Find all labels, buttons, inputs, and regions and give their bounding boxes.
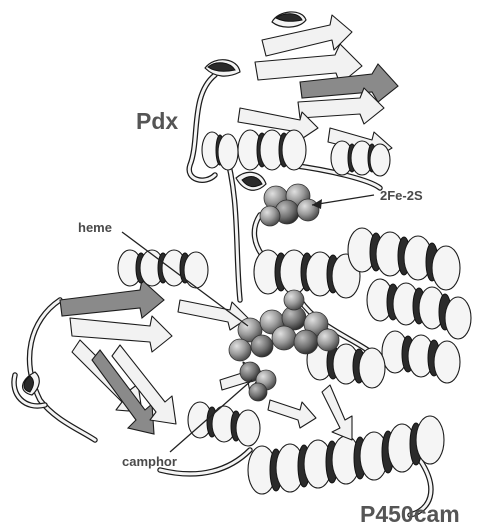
p450-helix-center	[254, 250, 360, 298]
p450-helix-right-middle	[367, 279, 471, 339]
pdx-helix	[238, 130, 306, 170]
p450-helix-lower	[188, 402, 260, 446]
camphor-label: camphor	[122, 454, 177, 469]
heme-label: heme	[78, 220, 112, 235]
pdx-helix-right	[331, 141, 390, 176]
iron-sulfur-cluster	[260, 184, 319, 226]
p450-helix-core	[307, 340, 385, 388]
pdx-helix-left	[202, 132, 238, 170]
pdx-label: Pdx	[136, 108, 178, 134]
p450-domain	[14, 228, 471, 515]
p450cam-label: P450cam	[360, 501, 460, 527]
p450-helix-left	[118, 250, 208, 288]
p450-helix-right-lower	[382, 331, 460, 383]
iron-sulfur-label: 2Fe-2S	[380, 188, 423, 203]
p450-helix-right-upper	[348, 228, 460, 290]
